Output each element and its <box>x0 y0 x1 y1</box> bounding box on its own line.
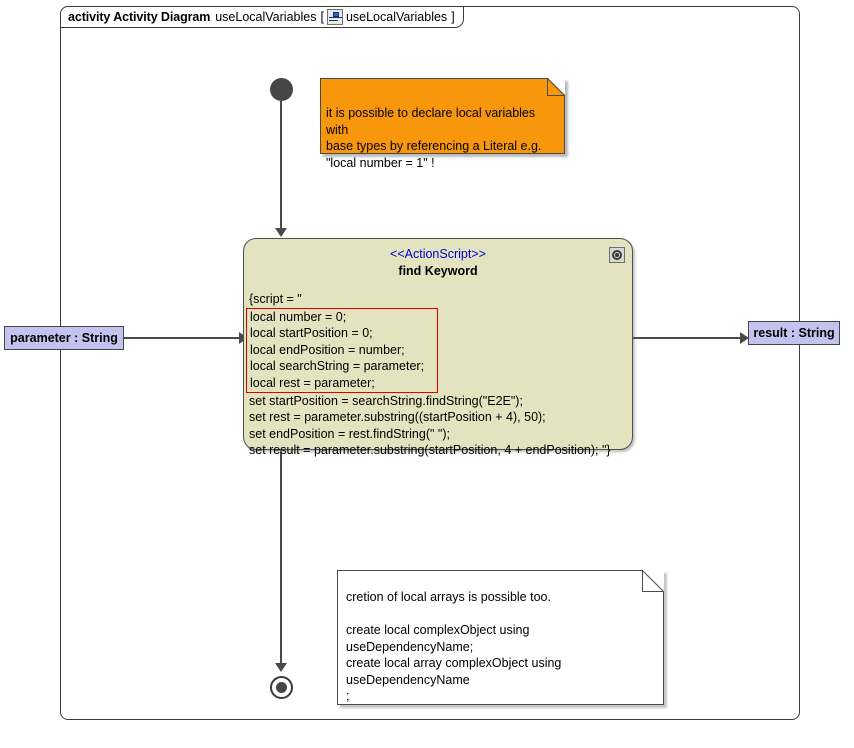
script-set-line: set rest = parameter.substring((startPos… <box>249 410 546 425</box>
frame-keyword: activity Activity Diagram <box>68 10 211 24</box>
diagram-icon <box>326 9 343 25</box>
parameter-pin-output[interactable]: result : String <box>748 321 840 345</box>
edge-initial-to-action <box>280 101 282 229</box>
action-title: find Keyword <box>398 264 478 278</box>
gear-outer-ring <box>612 250 622 260</box>
gear-icon[interactable] <box>609 247 625 263</box>
activity-final-node[interactable] <box>270 676 293 699</box>
action-node-find-keyword[interactable]: <<ActionScript>> find Keyword {script = … <box>243 238 633 457</box>
note-local-arrays[interactable]: cretion of local arrays is possible too.… <box>337 570 664 705</box>
frame-context: useLocalVariables <box>345 10 448 24</box>
frame-bracket-close: ] <box>451 10 455 24</box>
script-local-line: local rest = parameter; <box>250 375 375 390</box>
note-local-variables[interactable]: it is possible to declare local variable… <box>320 78 565 170</box>
arrowhead-right-icon <box>740 332 749 344</box>
script-set-line: set startPosition = searchString.findStr… <box>249 393 523 408</box>
gear-hub <box>615 253 619 257</box>
script-set-statements: set startPosition = searchString.findStr… <box>246 393 630 459</box>
arrowhead-down-icon <box>275 663 287 672</box>
script-local-line: local searchString = parameter; <box>250 359 425 374</box>
note-fold-icon <box>547 78 565 96</box>
frame-title-tab: activity Activity Diagram useLocalVariab… <box>60 6 464 28</box>
script-local-line: local number = 0; <box>250 309 347 324</box>
frame-bracket-open: [ <box>320 10 324 24</box>
frame-name: useLocalVariables <box>215 10 317 24</box>
script-local-line: local endPosition = number; <box>250 342 405 357</box>
script-local-line: local startPosition = 0; <box>250 326 373 341</box>
parameter-pin-input[interactable]: parameter : String <box>4 326 124 350</box>
local-variable-declarations: local number = 0; local startPosition = … <box>246 307 438 393</box>
edge-action-to-final <box>280 450 282 666</box>
edge-action-to-result <box>633 337 745 339</box>
note-outline <box>337 570 664 705</box>
note-text: cretion of local arrays is possible too.… <box>346 590 562 703</box>
note-text: it is possible to declare local variable… <box>326 106 542 170</box>
initial-node[interactable] <box>270 78 293 101</box>
script-set-line: set result = parameter.substring(startPo… <box>249 443 611 458</box>
arrowhead-down-icon <box>275 228 287 237</box>
script-set-line: set endPosition = rest.findString(" "); <box>249 426 450 441</box>
script-open-line: {script = " <box>249 292 302 306</box>
edge-parameter-to-action <box>124 337 244 339</box>
action-stereotype: <<ActionScript>> <box>390 247 486 261</box>
action-script-body: {script = " local number = 0; local star… <box>246 291 630 459</box>
note-body <box>320 78 565 154</box>
